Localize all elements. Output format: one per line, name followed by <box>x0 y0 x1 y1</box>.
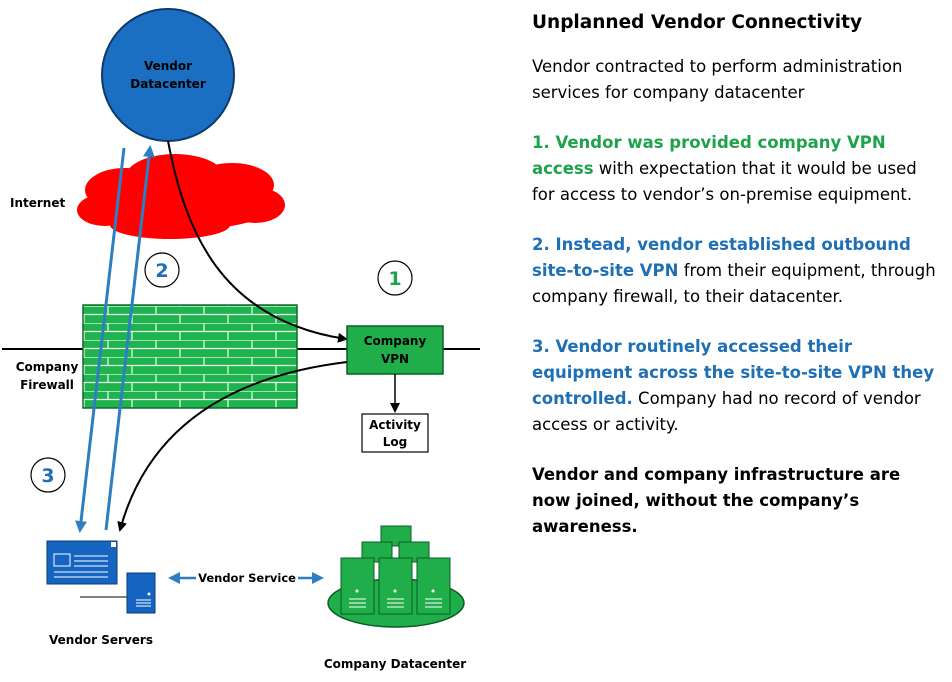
item-3-text: Company had no record of vendor access o… <box>532 389 921 434</box>
vpn-to-servers-line <box>117 361 348 532</box>
description-panel: Unplanned Vendor Connectivity Vendor con… <box>532 10 944 564</box>
conclusion-text: Vendor and company infrastructure are no… <box>532 465 901 536</box>
network-diagram: Internet Vendor Datacenter Company Firew… <box>2 8 480 671</box>
vpn-label: VPN <box>381 352 409 366</box>
item-2: 2. Instead, vendor established outbound … <box>532 232 944 310</box>
vpn-label: Company <box>364 334 427 348</box>
marker-3: 3 <box>41 465 54 487</box>
marker-3-circle <box>30 457 66 493</box>
vendor-service-arrow <box>168 572 324 584</box>
site-to-site-vpn-up <box>104 145 155 531</box>
intro-text: Vendor contracted to perform administrat… <box>532 57 903 102</box>
vpn-connection-line <box>167 140 348 343</box>
vendor-datacenter-label: Vendor <box>144 59 192 73</box>
marker-1-circle <box>377 260 413 296</box>
item-2-highlight: 2. Instead, vendor established outbound … <box>532 235 911 280</box>
firewall-label: Firewall <box>20 378 74 392</box>
vendor-servers-label: Vendor Servers <box>49 633 153 647</box>
item-2-text: from their equipment, through company fi… <box>532 261 936 306</box>
panel-title: Unplanned Vendor Connectivity <box>532 12 863 33</box>
vendor-datacenter-label: Datacenter <box>130 77 206 91</box>
internet-label: Internet <box>10 196 65 210</box>
vendor-service-label: Vendor Service <box>198 571 296 585</box>
vendor-server-tower-icon <box>126 572 156 614</box>
item-1: 1. Vendor was provided company VPN acces… <box>532 130 944 208</box>
item-3-highlight: 3. Vendor routinely accessed their equip… <box>532 337 935 408</box>
site-to-site-vpn-down <box>75 147 126 533</box>
vendor-datacenter-circle <box>101 8 235 142</box>
activity-log-label: Activity <box>369 418 421 432</box>
item-1-text: with expectation that it would be used f… <box>532 159 917 204</box>
item-1-highlight: 1. Vendor was provided company VPN acces… <box>532 133 886 178</box>
activity-log-label: Log <box>383 435 407 449</box>
company-firewall <box>82 304 298 409</box>
item-3: 3. Vendor routinely accessed their equip… <box>532 334 944 438</box>
marker-2: 2 <box>155 260 168 282</box>
marker-2-circle <box>144 252 180 288</box>
marker-1: 1 <box>388 268 401 290</box>
firewall-label: Company <box>16 360 79 374</box>
activity-log-box <box>361 413 429 453</box>
company-vpn-box <box>346 325 444 375</box>
company-datacenter-label: Company Datacenter <box>324 657 466 671</box>
company-datacenter-icon <box>327 525 465 628</box>
vendor-server-window-icon <box>46 540 118 585</box>
